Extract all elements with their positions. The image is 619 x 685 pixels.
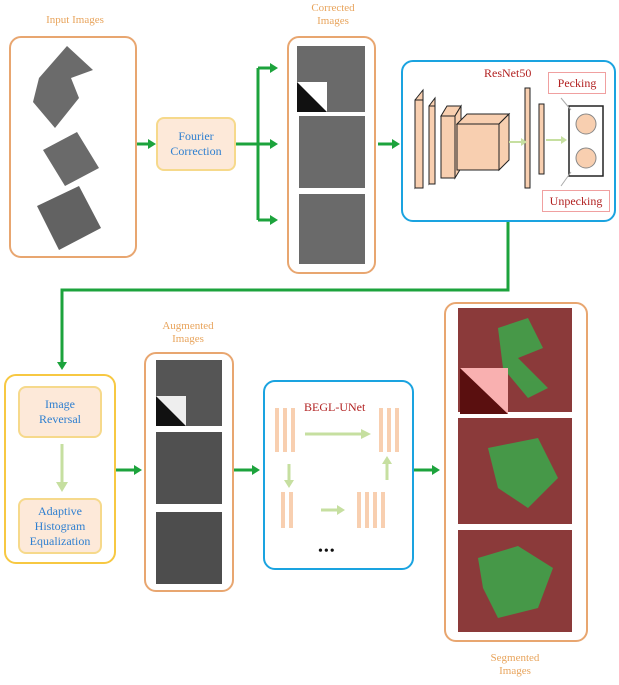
corrected-image-3: [299, 194, 365, 264]
augmented-image-1-mask-icon: [156, 396, 186, 426]
segmented-images-label: Segmented Images: [490, 652, 540, 677]
arrow-reversal-to-clahe: [56, 444, 68, 492]
input-image-2: [43, 132, 99, 186]
input-images-label: Input Images: [46, 14, 104, 26]
begl-unet-title: BEGL-UNet: [304, 400, 366, 414]
unet-ellipsis: •••: [318, 544, 336, 559]
segmented-images-thumbnails: [458, 308, 572, 632]
pecking-node: [575, 113, 597, 135]
augmented-image-3: [156, 512, 222, 584]
resnet-output-box: [568, 105, 604, 177]
unpecking-node: [575, 147, 597, 169]
input-images-thumbnails: [33, 46, 101, 250]
fourier-correction-step: Fourier Correction: [156, 117, 236, 171]
begl-unet-architecture: [275, 408, 399, 528]
corrected-image-1-mask-icon: [297, 82, 327, 112]
input-image-1: [33, 46, 93, 128]
corrected-image-2: [299, 116, 365, 188]
resnet-fc-1: [524, 87, 531, 189]
resnet50-architecture: [414, 87, 604, 190]
augmented-image-2: [156, 432, 222, 504]
augmented-images-label: Augmented Images: [162, 320, 214, 345]
resnet50-title: ResNet50: [484, 66, 532, 80]
adaptive-histogram-step: Adaptive Histogram Equalization: [18, 498, 102, 554]
corrected-images-label: Corrected Images: [311, 2, 355, 27]
image-reversal-step: Image Reversal: [18, 386, 102, 438]
arrow-resnet-to-preprocess: [60, 222, 510, 362]
input-image-3: [37, 186, 101, 250]
resnet-fc-2: [538, 103, 545, 175]
unpecking-label: Unpecking: [542, 190, 610, 212]
pecking-label: Pecking: [548, 72, 606, 94]
